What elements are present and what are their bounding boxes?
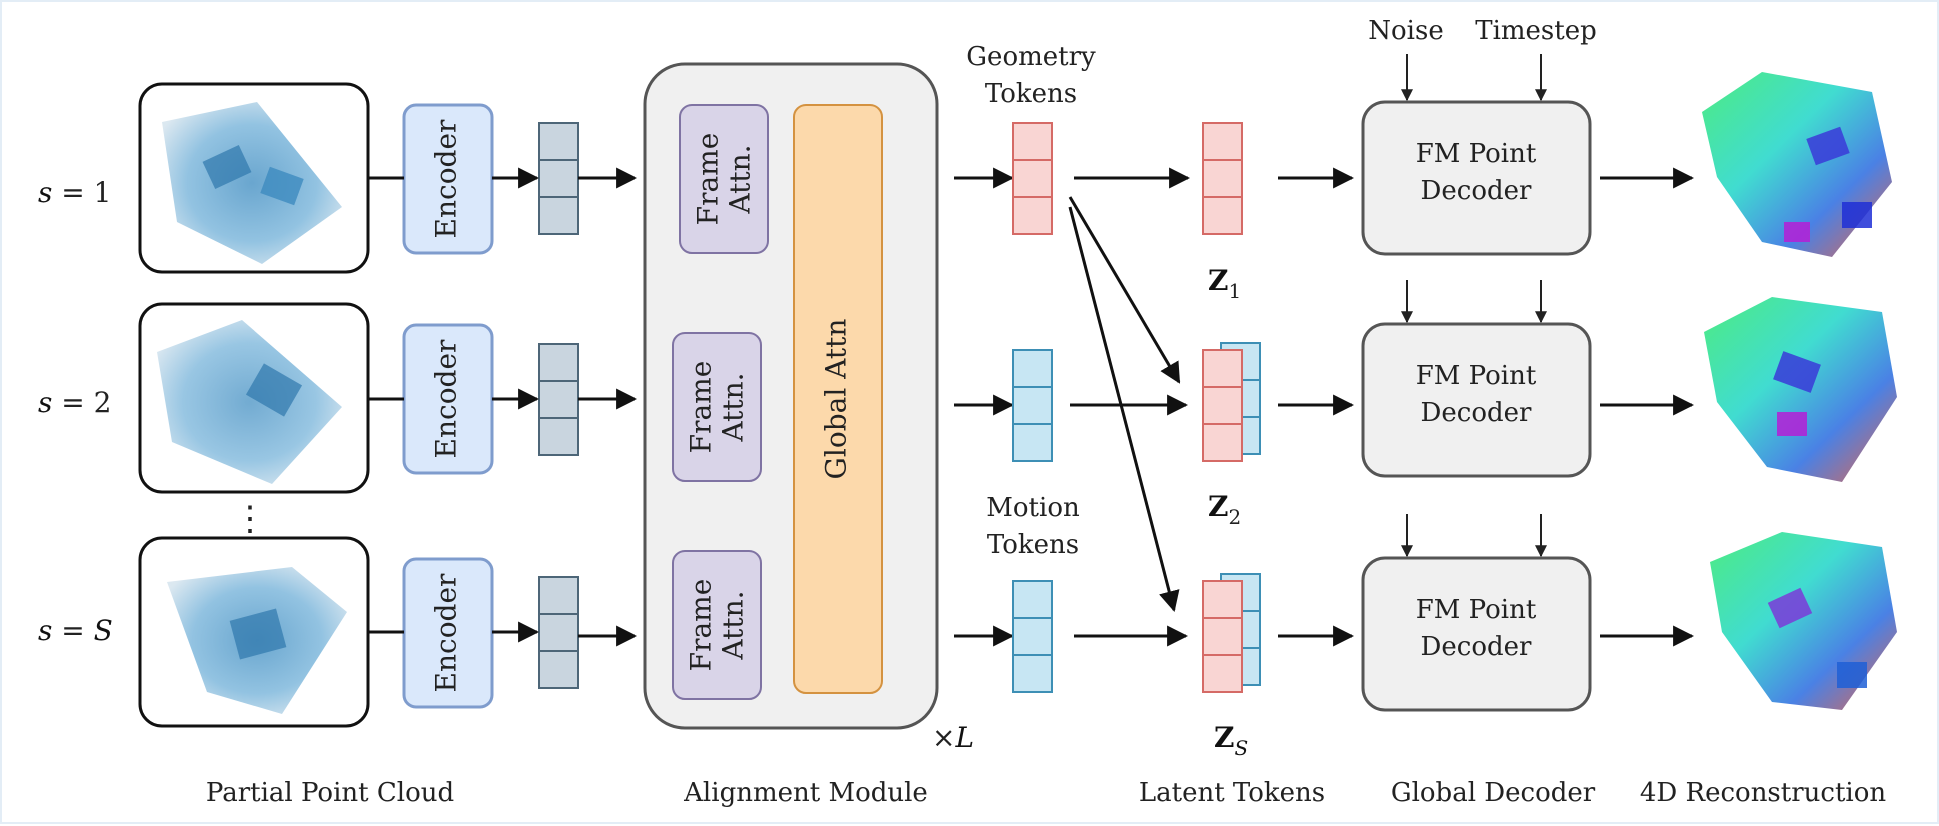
svg-text:s = S: s = S xyxy=(38,614,113,647)
svg-text:Encoder: Encoder xyxy=(430,119,463,239)
section-label-partial: Partial Point Cloud xyxy=(206,778,454,808)
encoder-1: Encoder xyxy=(402,103,494,255)
motion-token-stack-2 xyxy=(1012,349,1053,462)
alignment-module: Frame Attn. Frame Attn. Frame Attn. Glob… xyxy=(643,62,939,730)
reconstruction-image-2 xyxy=(1704,297,1897,482)
svg-text:Frame: Frame xyxy=(692,133,725,226)
geometry-token-stack xyxy=(1012,122,1053,235)
svg-text:Tokens: Tokens xyxy=(987,530,1079,560)
svg-text:Global Attn: Global Attn xyxy=(820,319,853,480)
svg-text:Alignment Module: Alignment Module xyxy=(683,778,928,808)
section-label-alignment: Alignment Module xyxy=(683,778,928,808)
svg-text:×L: ×L xyxy=(932,721,974,754)
svg-text:Attn.: Attn. xyxy=(717,590,750,660)
svg-text:s = 2: s = 2 xyxy=(38,386,111,419)
svg-text:Global Decoder: Global Decoder xyxy=(1391,778,1596,808)
feature-stack-1 xyxy=(538,122,579,235)
svg-text:Geometry: Geometry xyxy=(966,42,1096,72)
geometry-tokens-label: Geometry Tokens xyxy=(966,42,1096,109)
latent-to-decoder-arrows xyxy=(1278,167,1355,647)
partial-cloud-panel-1 xyxy=(138,82,370,274)
feature-stack-2 xyxy=(538,343,579,456)
section-label-recon: 4D Reconstruction xyxy=(1640,778,1887,808)
latent-stack-s xyxy=(1202,573,1261,693)
latent-stack-2 xyxy=(1202,342,1261,462)
latent-label-s: ZS xyxy=(1214,721,1248,760)
svg-text:s = 1: s = 1 xyxy=(38,176,111,209)
svg-text:Encoder: Encoder xyxy=(430,573,463,693)
point-cloud-image-2 xyxy=(157,320,342,484)
svg-text:Encoder: Encoder xyxy=(430,339,463,459)
fm-point-decoder-s: FM Point Decoder xyxy=(1361,556,1592,712)
svg-text:4D Reconstruction: 4D Reconstruction xyxy=(1640,778,1887,808)
svg-text:Attn.: Attn. xyxy=(724,144,757,214)
svg-text:FM Point: FM Point xyxy=(1416,595,1537,625)
input-arrows xyxy=(368,167,638,647)
point-cloud-image-1 xyxy=(162,102,342,264)
section-label-global: Global Decoder xyxy=(1391,778,1596,808)
alignment-out-arrows xyxy=(954,167,1015,647)
svg-text:ZS: ZS xyxy=(1214,721,1248,760)
svg-text:Motion: Motion xyxy=(986,493,1080,523)
frame-attn-2: Frame Attn. xyxy=(672,332,762,482)
section-label-latent: Latent Tokens xyxy=(1139,778,1325,808)
reconstruction-image-s xyxy=(1710,532,1897,710)
frame-attn-3: Frame Attn. xyxy=(672,550,762,700)
conditioning-arrows xyxy=(1401,54,1547,558)
svg-text:Decoder: Decoder xyxy=(1421,632,1532,662)
partial-cloud-ellipsis: ⋮ xyxy=(233,499,267,539)
row-label-s: s = S xyxy=(38,614,113,647)
svg-text:Frame: Frame xyxy=(685,361,718,454)
noise-label: Noise xyxy=(1368,16,1443,46)
svg-text:FM Point: FM Point xyxy=(1416,139,1537,169)
point-cloud-image-s xyxy=(167,567,347,714)
svg-text:Decoder: Decoder xyxy=(1421,176,1532,206)
svg-text:Noise: Noise xyxy=(1368,16,1443,46)
fm-point-decoder-2: FM Point Decoder xyxy=(1361,322,1592,478)
motion-token-stack-s xyxy=(1012,580,1053,693)
repeat-l-label: ×L xyxy=(932,721,974,754)
latent-stack-1 xyxy=(1202,122,1243,235)
svg-text:Latent Tokens: Latent Tokens xyxy=(1139,778,1325,808)
svg-text:Partial Point Cloud: Partial Point Cloud xyxy=(206,778,454,808)
partial-cloud-panel-s xyxy=(138,536,370,728)
svg-text:FM Point: FM Point xyxy=(1416,361,1537,391)
row-label-1: s = 1 xyxy=(38,176,111,209)
timestep-label: Timestep xyxy=(1475,16,1597,46)
token-routing-arrows xyxy=(1068,167,1191,647)
svg-text:Decoder: Decoder xyxy=(1421,398,1532,428)
reconstruction-image-1 xyxy=(1702,72,1892,257)
frame-attn-1: Frame Attn. xyxy=(679,104,769,254)
encoder-s: Encoder xyxy=(402,557,494,709)
decoder-out-arrows xyxy=(1600,167,1695,647)
svg-text:Attn.: Attn. xyxy=(717,372,750,442)
latent-label-2: Z2 xyxy=(1208,490,1241,529)
svg-text:Timestep: Timestep xyxy=(1475,16,1597,46)
partial-cloud-panel-2 xyxy=(138,302,370,494)
motion-tokens-label: Motion Tokens xyxy=(986,493,1080,560)
svg-text:⋮: ⋮ xyxy=(233,499,267,539)
svg-text:Z1: Z1 xyxy=(1208,264,1241,303)
fm-point-decoder-1: FM Point Decoder xyxy=(1361,100,1592,256)
latent-label-1: Z1 xyxy=(1208,264,1241,303)
feature-stack-s xyxy=(538,576,579,689)
svg-text:Frame: Frame xyxy=(685,579,718,672)
row-label-2: s = 2 xyxy=(38,386,111,419)
global-attn-block: Global Attn xyxy=(793,104,883,694)
encoder-2: Encoder xyxy=(402,323,494,475)
svg-text:Tokens: Tokens xyxy=(985,79,1077,109)
svg-text:Z2: Z2 xyxy=(1208,490,1241,529)
